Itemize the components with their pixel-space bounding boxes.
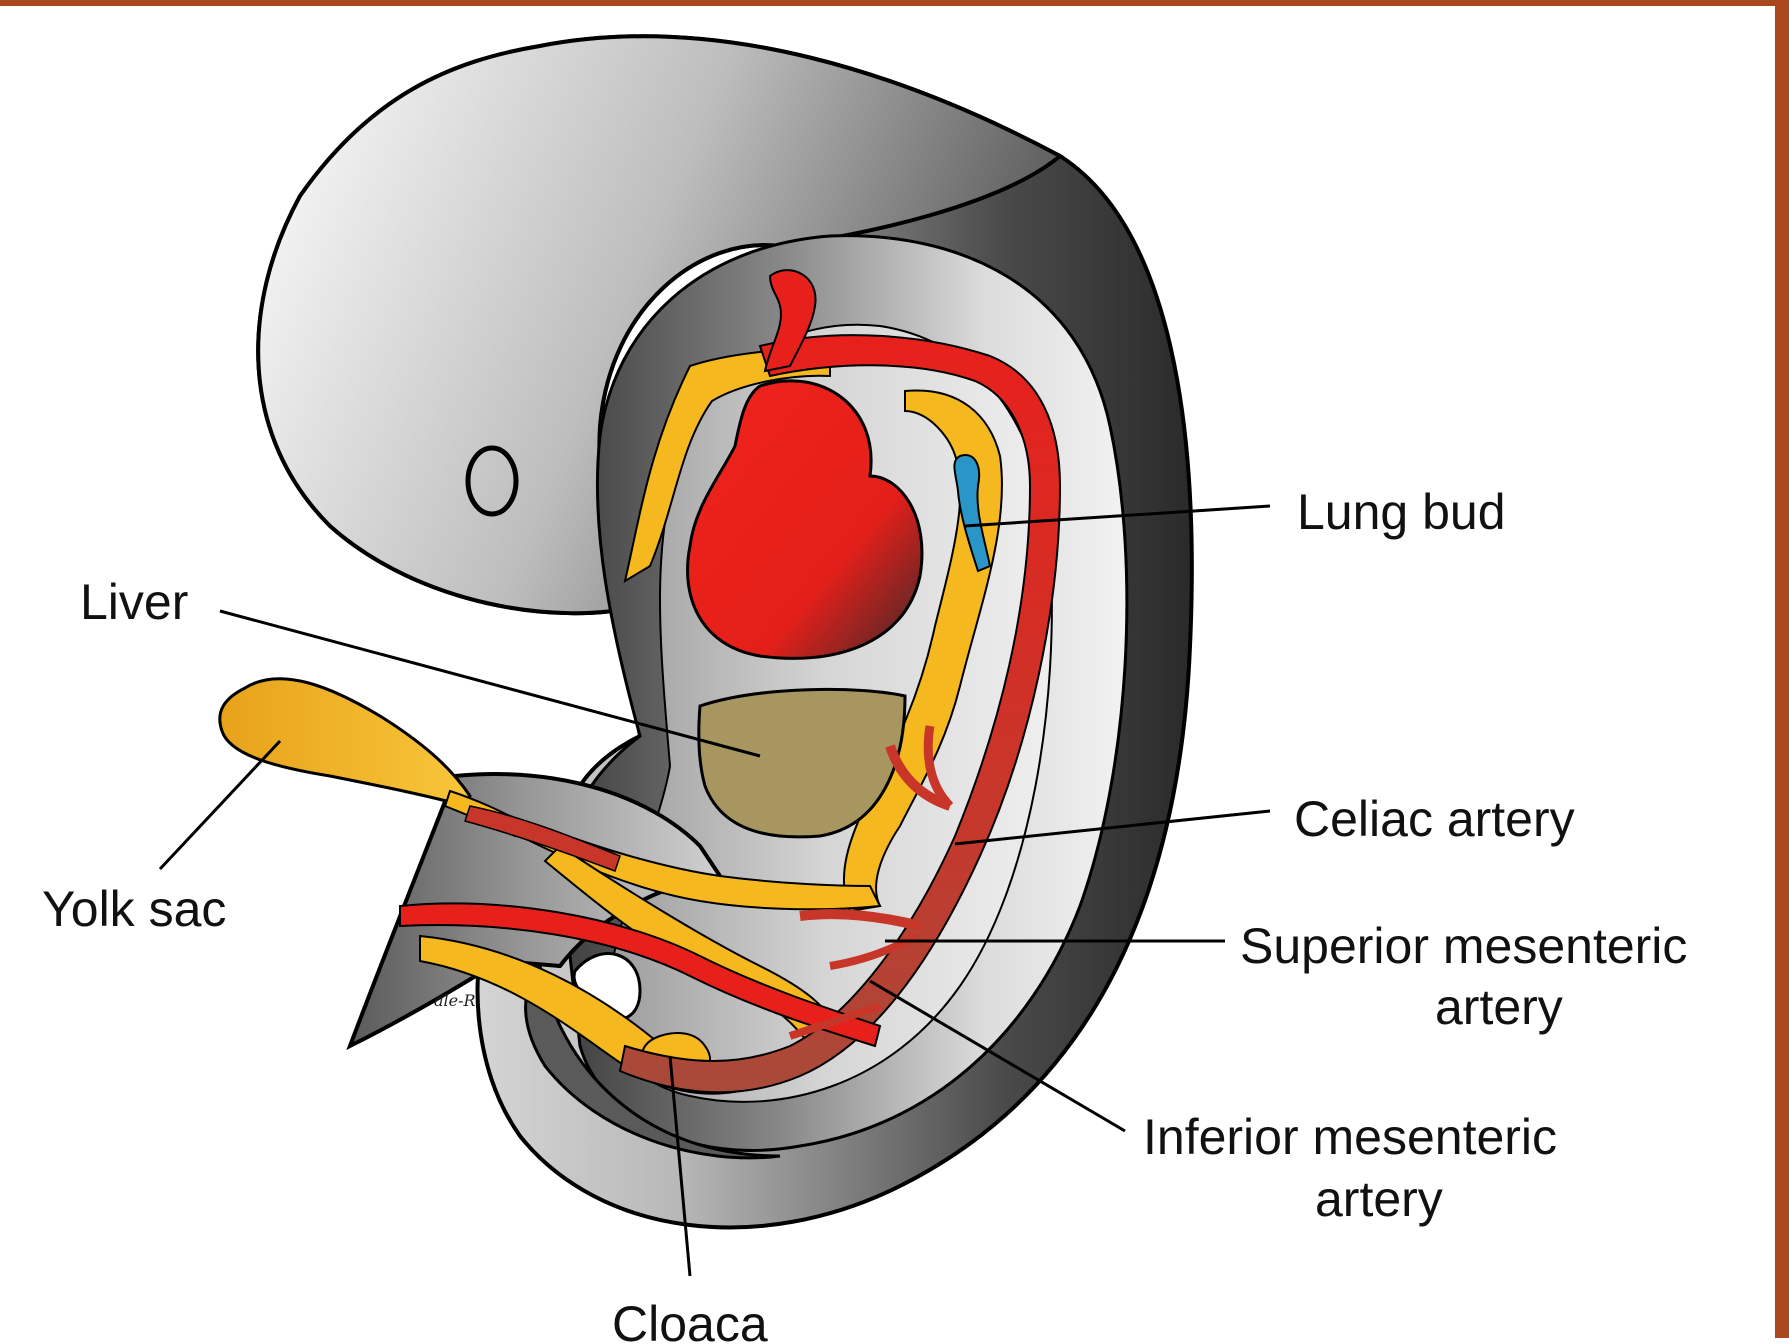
leader-cloaca [668,1055,692,1277]
vitelline-artery [464,805,621,872]
celiac-branch-2 [923,725,954,810]
leader-celiac [954,809,1271,846]
label-superior-mesenteric-2: artery [1435,979,1563,1035]
label-cloaca: Cloaca [612,1296,768,1344]
artist-signature: ale-R [434,991,476,1010]
leader-inferior-mesenteric [869,979,1126,1133]
label-superior-mesenteric-1: Superior mesenteric [1240,918,1687,974]
embryo-diagram: ale-R Lung bud Liver Yolk sac Celiac art… [42,34,1687,1344]
ima-branch [788,1002,882,1040]
label-inferior-mesenteric-1: Inferior mesenteric [1143,1109,1557,1165]
label-yolk-sac: Yolk sac [42,881,226,937]
leader-lung-bud [964,504,1271,528]
sma-branch [799,909,922,931]
aortic-arch [763,269,817,373]
leader-yolk-sac [158,739,282,871]
label-lung-bud: Lung bud [1297,484,1506,540]
heart [686,379,924,660]
label-celiac-artery: Celiac artery [1294,791,1575,847]
dorsal-aorta [618,334,1062,1094]
tail-dark-edge [524,962,781,1160]
lung-bud [953,454,992,573]
label-liver: Liver [80,574,188,630]
label-inferior-mesenteric-2: artery [1315,1171,1443,1227]
umbilical-artery [399,902,882,1048]
eye-outline [465,445,519,517]
liver-shape [697,687,907,839]
yolk-sac [218,677,472,808]
leader-liver [219,609,761,758]
